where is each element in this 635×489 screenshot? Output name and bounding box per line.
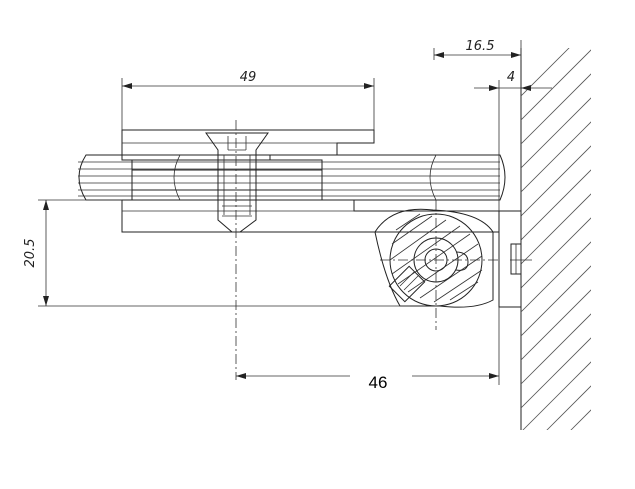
- dimension-46: 46: [236, 307, 500, 392]
- dimension-4-label: 4: [507, 70, 515, 85]
- glass-panel: [78, 154, 506, 201]
- dimension-49: 49: [121, 70, 375, 130]
- hinge-pivot: [374, 200, 500, 330]
- dimension-20-5-label: 20.5: [23, 239, 38, 268]
- dimension-16-5: 16.5: [433, 39, 522, 60]
- dimension-46-label: 46: [369, 373, 388, 392]
- wall-plate: [498, 210, 532, 308]
- wall: [520, 48, 591, 430]
- dimension-16-5-label: 16.5: [466, 39, 495, 54]
- screw: [205, 120, 269, 380]
- dimension-4: 4: [474, 70, 552, 211]
- dimension-49-label: 49: [240, 70, 257, 85]
- bottom-clamp-plate: [121, 199, 500, 233]
- dimension-20-5: 20.5: [23, 199, 410, 307]
